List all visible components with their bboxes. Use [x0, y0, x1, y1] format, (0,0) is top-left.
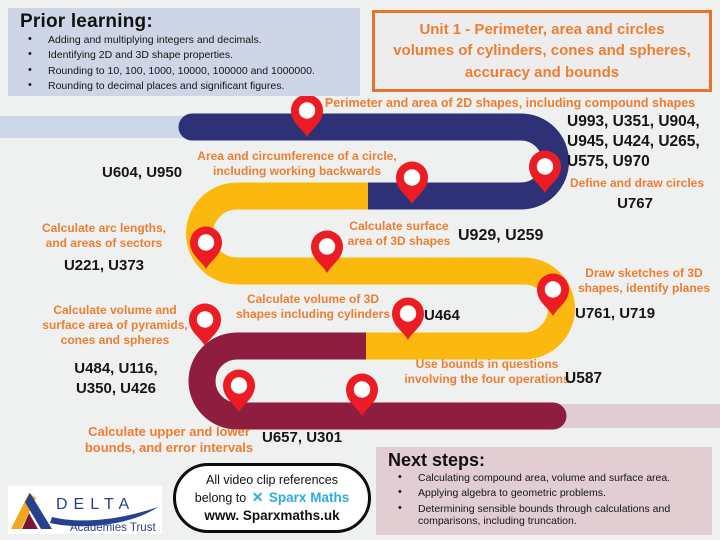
- map-pin-3: [529, 150, 561, 193]
- map-pin-4: [190, 226, 222, 269]
- prior-learning-item: Rounding to 10, 100, 1000, 10000, 100000…: [24, 64, 352, 78]
- topic-codes-6: U464: [424, 307, 460, 324]
- topic-codes-4: U221, U373: [63, 257, 145, 274]
- prior-learning-title: Prior learning:: [20, 11, 153, 32]
- topic-label-8: Calculate volume and surface area of pyr…: [42, 303, 188, 347]
- road-segment-yellow: [186, 182, 575, 360]
- prior-learning-item: Identifying 2D and 3D shape properties.: [24, 48, 352, 62]
- topic-codes-9: U587: [565, 370, 603, 387]
- next-steps-item: Calculating compound area, volume and su…: [394, 471, 704, 485]
- next-steps-item: Applying algebra to geometric problems.: [394, 486, 704, 500]
- delta-logo: DELTA Academies Trust: [8, 486, 162, 534]
- map-pin-7: [537, 273, 569, 316]
- delta-triangle-navy: [25, 493, 52, 529]
- topic-label-1: Perimeter and area of 2D shapes, includi…: [324, 96, 696, 110]
- next-steps-box: Next steps: Calculating compound area, v…: [376, 447, 712, 535]
- prior-learning-box: Prior learning: Adding and multiplying i…: [8, 8, 360, 96]
- unit-title-box: Unit 1 - Perimeter, area and circles vol…: [372, 10, 712, 92]
- topic-label-5: Calculate surface area of 3D shapes: [347, 219, 451, 248]
- sparx-x-icon: ✕: [251, 489, 264, 506]
- sparx-url: www. Sparxmaths.uk: [204, 507, 340, 523]
- unit-title-line: Unit 1 - Perimeter, area and circles: [419, 21, 665, 39]
- next-steps-title: Next steps:: [388, 450, 486, 470]
- delta-triangle-maroon: [22, 513, 38, 529]
- topic-codes-3: U767: [617, 195, 653, 212]
- next-steps-item: Determining sensible bounds through calc…: [394, 502, 704, 529]
- topic-codes-8: U484, U116, U350, U426: [74, 360, 158, 397]
- delta-swoosh: [50, 507, 158, 527]
- video-note-oval: All video clip references belong to ✕ Sp…: [173, 463, 371, 533]
- topic-codes-1: U993, U351, U904, U945, U424, U265, U575…: [567, 113, 700, 171]
- video-note-line2: belong to ✕ Sparx Maths: [195, 488, 349, 507]
- next-steps-list: Calculating compound area, volume and su…: [388, 471, 704, 529]
- topic-label-7: Draw sketches of 3D shapes, identify pla…: [577, 266, 711, 295]
- map-pin-2: [396, 161, 428, 204]
- video-note-line1: All video clip references: [205, 472, 338, 487]
- prior-learning-item: Adding and multiplying integers and deci…: [24, 33, 352, 47]
- prior-learning-item: Rounding to decimal places and significa…: [24, 79, 352, 93]
- map-pin-6: [392, 297, 424, 340]
- prior-learning-list: Adding and multiplying integers and deci…: [18, 33, 352, 93]
- road-segment-maroon: [188, 332, 548, 430]
- video-note-prefix: belong to: [194, 491, 247, 506]
- topic-codes-10: U657, U301: [262, 429, 343, 446]
- topic-label-4: Calculate arc lengths, and areas of sect…: [41, 221, 167, 250]
- topic-codes-5: U929, U259: [458, 227, 544, 244]
- unit-title-line: accuracy and bounds: [464, 63, 620, 81]
- map-pin-10: [346, 373, 378, 416]
- topic-label-9: Use bounds in questions involving the fo…: [404, 357, 570, 386]
- topic-label-6: Calculate volume of 3D shapes including …: [235, 292, 391, 321]
- map-pin-9: [223, 369, 255, 412]
- delta-logo-name: DELTA: [56, 496, 135, 513]
- delta-logo-subtitle: Academies Trust: [70, 522, 156, 534]
- topic-label-10: Calculate upper and lower bounds, and er…: [84, 424, 254, 456]
- topic-label-2: Area and circumference of a circle, incl…: [197, 149, 397, 178]
- topic-codes-2: U604, U950: [102, 164, 183, 181]
- topic-label-3: Define and draw circles: [569, 176, 705, 190]
- topic-codes-7: U761, U719: [575, 305, 656, 322]
- sparx-brand: Sparx Maths: [268, 490, 350, 506]
- unit-title-line: volumes of cylinders, cones and spheres,: [393, 42, 691, 60]
- delta-logo-graphic: DELTA Academies Trust: [11, 493, 158, 534]
